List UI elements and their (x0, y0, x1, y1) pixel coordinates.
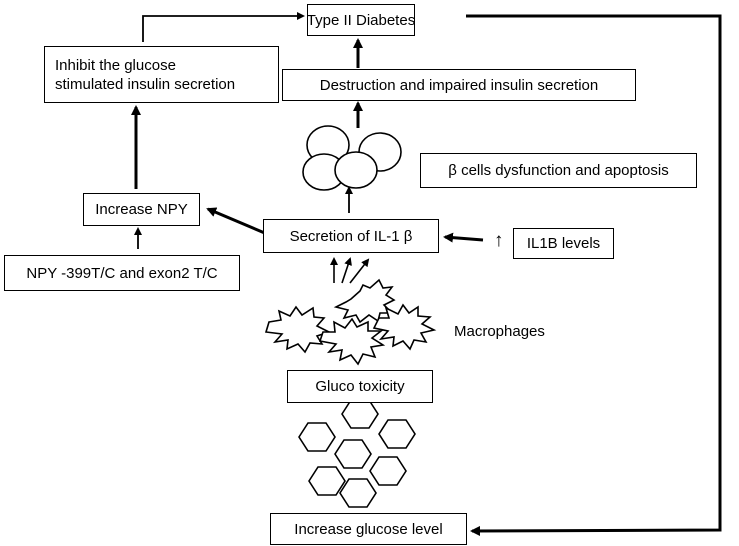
gluco-toxicity-box: Gluco toxicity (287, 370, 433, 403)
glucose-hexagon (378, 419, 416, 449)
inhibit-glucose-box: Inhibit the glucose stimulated insulin s… (44, 46, 279, 103)
arrow-macrophage-2 (341, 257, 352, 284)
glucose-molecules-illustration (298, 399, 416, 508)
macrophage-burst (318, 317, 386, 366)
arrow-inhibit-to-diabetes (142, 12, 305, 42)
arrow-diabetes-to-glucose (466, 14, 722, 536)
arrow-macrophage-3 (349, 258, 370, 284)
gluco-toxicity-label: Gluco toxicity (315, 378, 405, 395)
macrophage-burst (372, 303, 437, 351)
up-arrow-symbol: ↑ (494, 230, 504, 251)
il1b-levels-box: IL1B levels (513, 228, 614, 259)
macrophages-label: Macrophages (454, 323, 545, 340)
inhibit-glucose-label-line2: stimulated insulin secretion (55, 75, 236, 93)
glucose-hexagon (334, 439, 372, 469)
secretion-il1b-box: Secretion of IL-1 β (263, 219, 439, 253)
increase-glucose-box: Increase glucose level (270, 513, 467, 545)
il1b-levels-label: IL1B levels (526, 235, 601, 252)
arrow-il1b-levels-to-secretion (443, 232, 484, 243)
type2-diabetes-label: Type II Diabetes (306, 11, 416, 29)
npy-variants-label: NPY -399T/C and exon2 T/C (26, 264, 218, 282)
destruction-label: Destruction and impaired insulin secreti… (319, 76, 599, 94)
type2-diabetes-box: Type II Diabetes (307, 4, 415, 36)
inhibit-glucose-label-line1: Inhibit the glucose (55, 56, 176, 74)
macrophage-burst (333, 278, 396, 324)
beta-dysfunction-box: β cells dysfunction and apoptosis (420, 153, 697, 188)
glucose-hexagon (308, 466, 346, 496)
npy-variants-box: NPY -399T/C and exon2 T/C (4, 255, 240, 291)
glucose-hexagon (298, 422, 336, 452)
glucose-hexagon (369, 456, 407, 486)
macrophages-illustration (264, 278, 437, 366)
macrophage-burst (264, 305, 332, 354)
beta-cell (334, 151, 378, 189)
increase-npy-box: Increase NPY (83, 193, 200, 226)
glucose-hexagon (339, 478, 377, 508)
increase-npy-label: Increase NPY (95, 201, 188, 218)
glucose-hexagon (341, 399, 379, 429)
beta-dysfunction-label: β cells dysfunction and apoptosis (448, 162, 669, 179)
secretion-il1b-label: Secretion of IL-1 β (289, 227, 413, 245)
beta-cells-illustration (302, 125, 402, 191)
arrow-il1b-to-npy (206, 207, 268, 236)
increase-glucose-label: Increase glucose level (294, 520, 443, 538)
destruction-box: Destruction and impaired insulin secreti… (282, 69, 636, 101)
